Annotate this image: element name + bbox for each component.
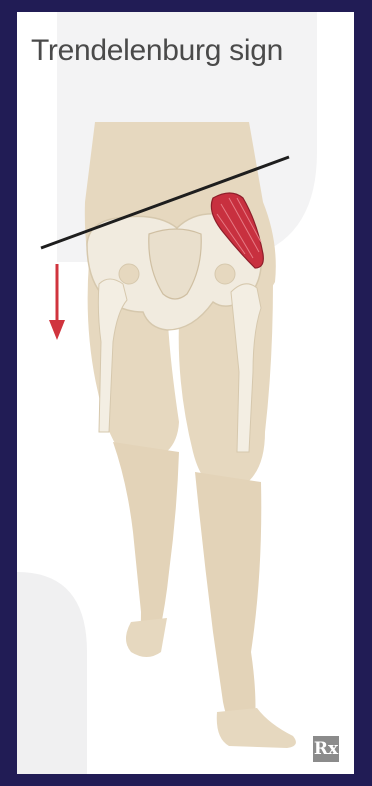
obturator-foramen-right: [215, 264, 235, 284]
down-arrow-icon: [49, 264, 65, 340]
trendelenburg-illustration: [17, 12, 354, 774]
illustration-panel: Trendelenburg sign Rx: [17, 12, 354, 774]
diagram-title: Trendelenburg sign: [31, 34, 351, 68]
right-foot: [217, 708, 296, 748]
rx-icon: Rx: [313, 736, 339, 762]
left-foot: [126, 618, 167, 657]
watermark-shape-bottom: [17, 572, 87, 774]
obturator-foramen-left: [119, 264, 139, 284]
right-lower-leg: [195, 472, 261, 728]
